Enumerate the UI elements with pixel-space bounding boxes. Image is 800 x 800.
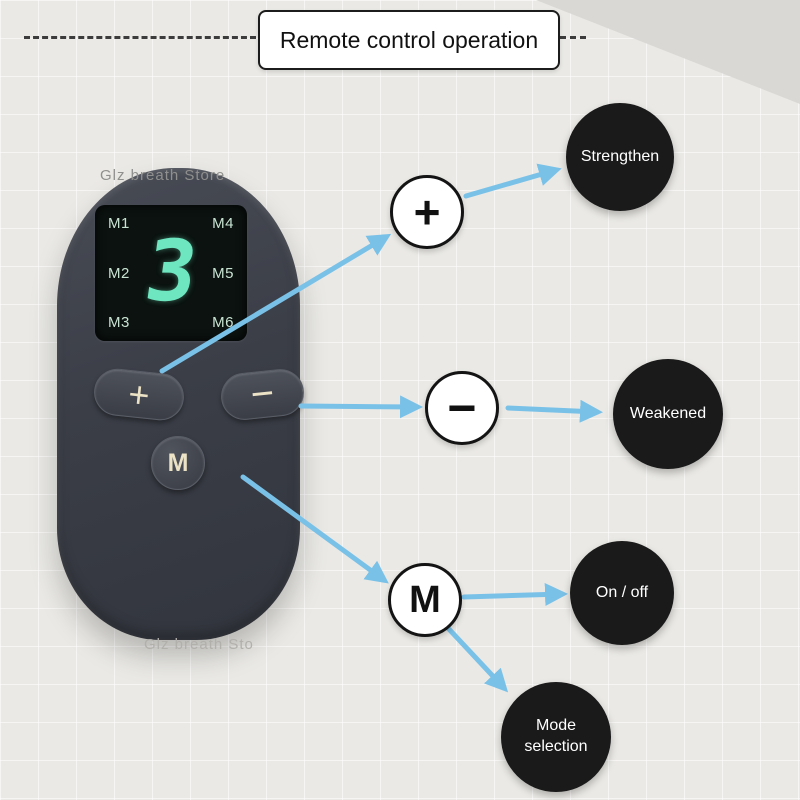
arrow-minus-to-circle bbox=[298, 395, 423, 419]
remote-control-device: M1 M2 M3 3 M4 M5 M6 + − M bbox=[57, 168, 307, 640]
plus-button: + bbox=[91, 366, 187, 423]
mode-label-m6: M6 bbox=[212, 314, 234, 331]
callout-mode-circle: M bbox=[388, 563, 462, 637]
mode-label-m3: M3 bbox=[108, 314, 130, 331]
plus-icon: + bbox=[413, 186, 441, 238]
minus-icon: − bbox=[447, 380, 477, 436]
arrow-circle-to-strengthen bbox=[463, 163, 562, 199]
label-strengthen: Strengthen bbox=[566, 103, 674, 211]
on-off-text: On / off bbox=[595, 583, 649, 601]
label-on-off: On / off bbox=[570, 541, 674, 645]
mode-label-m4: M4 bbox=[212, 215, 234, 232]
watermark-top: Glz breath Store bbox=[100, 167, 226, 184]
mode-label-m2: M2 bbox=[108, 264, 130, 282]
label-weakened: Weakened bbox=[613, 359, 723, 469]
mode-selection-text: Mode selection bbox=[524, 717, 588, 755]
callout-minus-circle: − bbox=[425, 371, 499, 445]
callout-plus-circle: + bbox=[390, 175, 464, 249]
label-mode-selection: Mode selection bbox=[501, 682, 611, 792]
arrow-circle-to-onoff bbox=[461, 583, 568, 607]
weakened-text: Weakened bbox=[629, 404, 707, 422]
mode-m-icon: M bbox=[409, 578, 441, 621]
arrow-circle-to-modeselection bbox=[444, 624, 509, 693]
minus-icon: − bbox=[248, 370, 277, 418]
mode-label-m1: M1 bbox=[108, 215, 130, 232]
lcd-screen: M1 M2 M3 3 M4 M5 M6 bbox=[95, 205, 247, 341]
minus-button: − bbox=[218, 366, 307, 423]
page-title: Remote control operation bbox=[279, 26, 539, 53]
display-digit: 3 bbox=[139, 222, 204, 320]
strengthen-text: Strengthen bbox=[580, 147, 660, 165]
mode-labels-right: M4 M5 M6 bbox=[212, 209, 234, 337]
title-box: Remote control operation bbox=[258, 10, 560, 70]
plus-icon: + bbox=[126, 372, 152, 416]
dashed-line-right bbox=[560, 36, 586, 39]
mode-label-m5: M5 bbox=[212, 264, 234, 282]
mode-labels-left: M1 M2 M3 bbox=[108, 209, 130, 337]
watermark-bottom: Glz breath Sto bbox=[144, 636, 254, 653]
mode-button: M bbox=[151, 436, 205, 490]
dashed-line-left bbox=[24, 36, 256, 39]
arrow-circle-to-weakened bbox=[505, 399, 603, 423]
mode-m-icon: M bbox=[167, 448, 189, 477]
